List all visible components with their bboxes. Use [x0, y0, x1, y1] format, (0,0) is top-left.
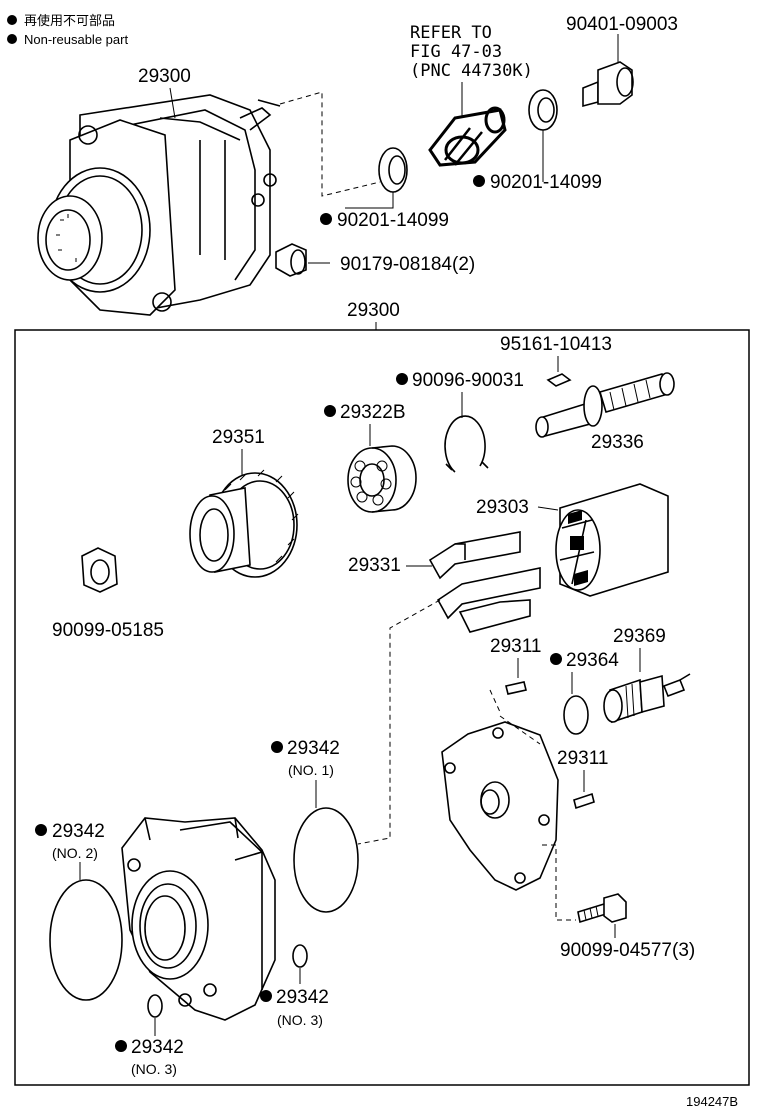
- figure-code: 194247B: [686, 1094, 738, 1109]
- non-reusable-bullet-icon: [271, 741, 283, 753]
- non-reusable-bullet-icon: [473, 175, 485, 187]
- part-29342-no3-a: 29342: [276, 987, 329, 1008]
- pump-assembly-drawing: [37, 94, 281, 316]
- legend-jp-text: 再使用不可部品: [24, 13, 115, 28]
- nut-90099-05185: [81, 547, 118, 593]
- non-reusable-bullet-icon: [396, 373, 408, 385]
- non-reusable-bullet-icon: [550, 653, 562, 665]
- part-29336: 29336: [591, 432, 644, 453]
- snap-ring-90096: [444, 415, 489, 473]
- key-95161: [546, 373, 572, 387]
- part-29342-no2: 29342: [52, 821, 105, 842]
- part-29351: 29351: [212, 427, 265, 448]
- non-reusable-bullet-icon: [7, 15, 17, 25]
- bolt-90099-04577: [577, 893, 627, 924]
- pump-cover-plate: [441, 721, 559, 891]
- o-ring-29342-no1: [293, 807, 359, 913]
- o-ring-29342-no3-a: [292, 944, 308, 968]
- part-29342-no2-note: (NO. 2): [52, 845, 98, 861]
- part-29322B: 29322B: [340, 402, 406, 423]
- non-reusable-bullet-icon: [320, 213, 332, 225]
- refer-line-1: REFER TO: [410, 23, 492, 43]
- part-29331: 29331: [348, 555, 401, 576]
- pin-29311-b: [573, 792, 595, 810]
- non-reusable-bullet-icon: [324, 405, 336, 417]
- o-ring-29364: [563, 695, 589, 735]
- assembly-box-label: 29300: [347, 300, 400, 321]
- part-29342-no1-note: (NO. 1): [288, 762, 334, 778]
- o-ring-29342-no3-b: [147, 994, 163, 1018]
- plug-90179: [275, 243, 307, 277]
- part-90201-14099-a: 90201-14099: [337, 210, 449, 231]
- referenced-fitting-drawing: [428, 106, 507, 167]
- legend-en-text: Non-reusable part: [24, 32, 128, 47]
- union-bolt-90401: [582, 61, 634, 108]
- part-29342-no3-b-note: (NO. 3): [131, 1061, 177, 1077]
- non-reusable-bullet-icon: [115, 1040, 127, 1052]
- part-90179-08184: 90179-08184(2): [340, 254, 475, 275]
- part-29369: 29369: [613, 626, 666, 647]
- refer-line-2: FIG 47-03: [410, 42, 502, 62]
- check-valve-29369: [603, 673, 691, 724]
- non-reusable-bullet-icon: [260, 990, 272, 1002]
- part-29364: 29364: [566, 650, 619, 671]
- part-29342-no3-b: 29342: [131, 1037, 184, 1058]
- part-29311-a: 29311: [490, 636, 541, 657]
- exploded-view-frame: [14, 329, 750, 1086]
- pin-29311-a: [505, 681, 527, 695]
- refer-line-3: (PNC 44730K): [410, 61, 533, 81]
- part-90099-04577: 90099-04577(3): [560, 940, 695, 961]
- bearing-29322B: [347, 445, 417, 513]
- part-29311-b: 29311: [557, 748, 608, 769]
- part-90096-90031: 90096-90031: [412, 370, 524, 391]
- part-90201-14099-b: 90201-14099: [490, 172, 602, 193]
- assembly-top-label: 29300: [138, 66, 191, 87]
- non-reusable-bullet-icon: [7, 34, 17, 44]
- gear-29351: [189, 469, 299, 578]
- legend: 再使用不可部品 Non-reusable part: [7, 13, 128, 47]
- part-95161-10413: 95161-10413: [500, 334, 612, 355]
- part-29342-no1: 29342: [287, 738, 340, 759]
- non-reusable-bullet-icon: [35, 824, 47, 836]
- o-ring-29342-no2: [49, 879, 123, 1001]
- shaft-29336: [535, 372, 675, 438]
- washer-90201-right: [528, 89, 558, 131]
- part-90401-09003: 90401-09003: [566, 14, 678, 35]
- washer-90201-left: [378, 147, 408, 193]
- part-29342-no3-a-note: (NO. 3): [277, 1012, 323, 1028]
- vanes-29331: [428, 531, 541, 633]
- rotor-29303: [555, 483, 669, 597]
- pump-housing: [121, 817, 276, 1021]
- part-90099-05185: 90099-05185: [52, 620, 164, 641]
- part-29303: 29303: [476, 497, 529, 518]
